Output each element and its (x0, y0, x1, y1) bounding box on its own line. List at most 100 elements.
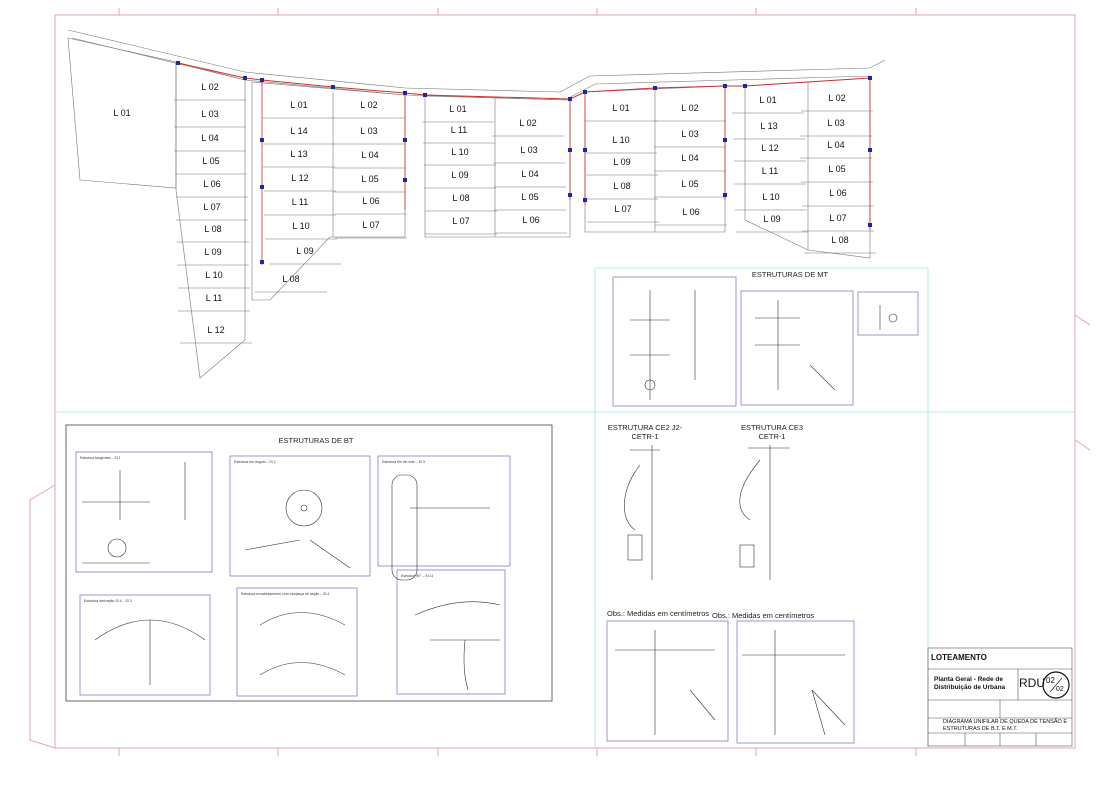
pole-node (723, 138, 727, 142)
lot-label: L 10 (292, 221, 309, 231)
drawing-content: DIAGRAMA UNIFILAR DE QUEDA DE TENSÃO E E… (943, 719, 1067, 732)
pole-node (568, 97, 572, 101)
pole-node (423, 93, 427, 97)
lot-label: L 06 (682, 207, 699, 217)
pole-node (260, 138, 264, 142)
lot-label: L 06 (203, 179, 220, 189)
lot-label: L 05 (521, 192, 538, 202)
lot-label: L 06 (829, 188, 846, 198)
lot-label: L 01 (759, 95, 776, 105)
ce3-title-line2: CETR-1 (758, 432, 785, 441)
lot-label: L 10 (612, 135, 629, 145)
sheet-number: 02 (1046, 676, 1055, 685)
lot-label: L 07 (452, 216, 469, 226)
lot-label: L 02 (828, 93, 845, 103)
lot-label: L 01 (113, 108, 130, 118)
lot-label: L 08 (831, 235, 848, 245)
lot-label: L 07 (829, 213, 846, 223)
pole-node (176, 61, 180, 65)
title-block-frame (927, 647, 1073, 747)
bt-panel (79, 594, 211, 696)
lot-label: L 12 (291, 173, 308, 183)
lot-label: L 01 (449, 104, 466, 114)
drawing-code: RDU (1019, 676, 1045, 690)
lot-label: L 03 (201, 109, 218, 119)
lot-label: L 02 (681, 103, 698, 113)
lot-label: L 04 (827, 140, 844, 150)
lot-label: L 07 (203, 202, 220, 212)
mt-drawings (615, 290, 898, 736)
bt-panel (75, 451, 213, 573)
ce3-title-line1: ESTRUTURA CE3 (741, 423, 803, 432)
bt-panel-title: Estrutura derivação SI 4 – SI 3 (84, 599, 132, 603)
lot-label: L 10 (205, 270, 222, 280)
lot-label: L 04 (201, 133, 218, 143)
lot-label: L 08 (613, 181, 630, 191)
lot-label: L 12 (207, 325, 224, 335)
pole-node (260, 260, 264, 264)
lot-label: L 03 (681, 129, 698, 139)
pole-node (868, 223, 872, 227)
lot-label: L 11 (762, 166, 779, 176)
lot-label: L 07 (362, 220, 379, 230)
ce2-title-line2: CETR-1 (631, 432, 658, 441)
lot-label: L 09 (204, 247, 221, 257)
bt-panel (377, 455, 511, 567)
lot-label: L 02 (360, 100, 377, 110)
project-name: LOTEAMENTO (931, 653, 987, 662)
pole-node (583, 148, 587, 152)
lot-label: L 09 (763, 214, 780, 224)
pole-node (403, 178, 407, 182)
lot-label: L 09 (613, 157, 630, 167)
sheet-grid (55, 267, 1075, 748)
lot-labels: L 01 L 02 L 03 L 04 L 05 L 06 L 07 L 08 L 09 L 10… (113, 82, 848, 335)
lot-label: L 03 (827, 118, 844, 128)
pole-node (568, 148, 572, 152)
bt-panel (229, 455, 371, 577)
lot-label: L 05 (361, 174, 378, 184)
bt-drawings (82, 462, 501, 691)
lot-label: L 07 (614, 204, 631, 214)
lot-label: L 09 (451, 170, 468, 180)
lot-label: L 01 (612, 103, 629, 113)
pole-node (403, 91, 407, 95)
pole-node (723, 193, 727, 197)
pole-node (583, 90, 587, 94)
pole-node (568, 193, 572, 197)
pole-node (868, 76, 872, 80)
pole-node (331, 85, 335, 89)
lot-label: L 09 (296, 246, 313, 256)
lot-label: L 05 (202, 156, 219, 166)
bt-panel-title: Estrutura encabeçamento com mudança de s… (241, 592, 329, 596)
sheet-total: 02 (1056, 686, 1064, 693)
ce2-title-line1: ESTRUTURA CE2 J2- (608, 423, 683, 432)
lot-label: L 08 (282, 274, 299, 284)
lot-label: L 13 (760, 121, 777, 131)
bt-panel (236, 587, 358, 697)
lot-label: L 14 (290, 126, 307, 136)
lot-label: L 03 (520, 145, 537, 155)
lot-label: L 04 (681, 153, 698, 163)
lot-label: L 03 (360, 126, 377, 136)
mt-title: ESTRUTURAS DE MT (752, 270, 829, 279)
lot-label: L 05 (828, 164, 845, 174)
drawing-title: Planta Geral - Rede de Distribuição de U… (934, 676, 1006, 691)
mt-structure-panels (606, 276, 919, 744)
bt-panel-title: Estrutura tangentes – SI 1 (80, 456, 121, 460)
bt-panel (396, 569, 506, 695)
pole-node (243, 76, 247, 80)
lot-label: L 13 (290, 149, 307, 159)
pole-node (868, 148, 872, 152)
lot-label: L 02 (201, 82, 218, 92)
lot-label: L 12 (761, 143, 778, 153)
bt-structure-panels: Estrutura tangentes – SI 1 Estrutura em â… (75, 451, 511, 697)
pole-node (260, 78, 264, 82)
lot-label: L 11 (451, 125, 468, 135)
pole-node (403, 138, 407, 142)
lot-label: L 01 (290, 100, 307, 110)
bt-panel-title: Estrutura em ângulo – SI 2 (234, 460, 276, 464)
lot-label: L 10 (451, 147, 468, 157)
lot-label: L 08 (204, 224, 221, 234)
lot-label: L 05 (681, 179, 698, 189)
